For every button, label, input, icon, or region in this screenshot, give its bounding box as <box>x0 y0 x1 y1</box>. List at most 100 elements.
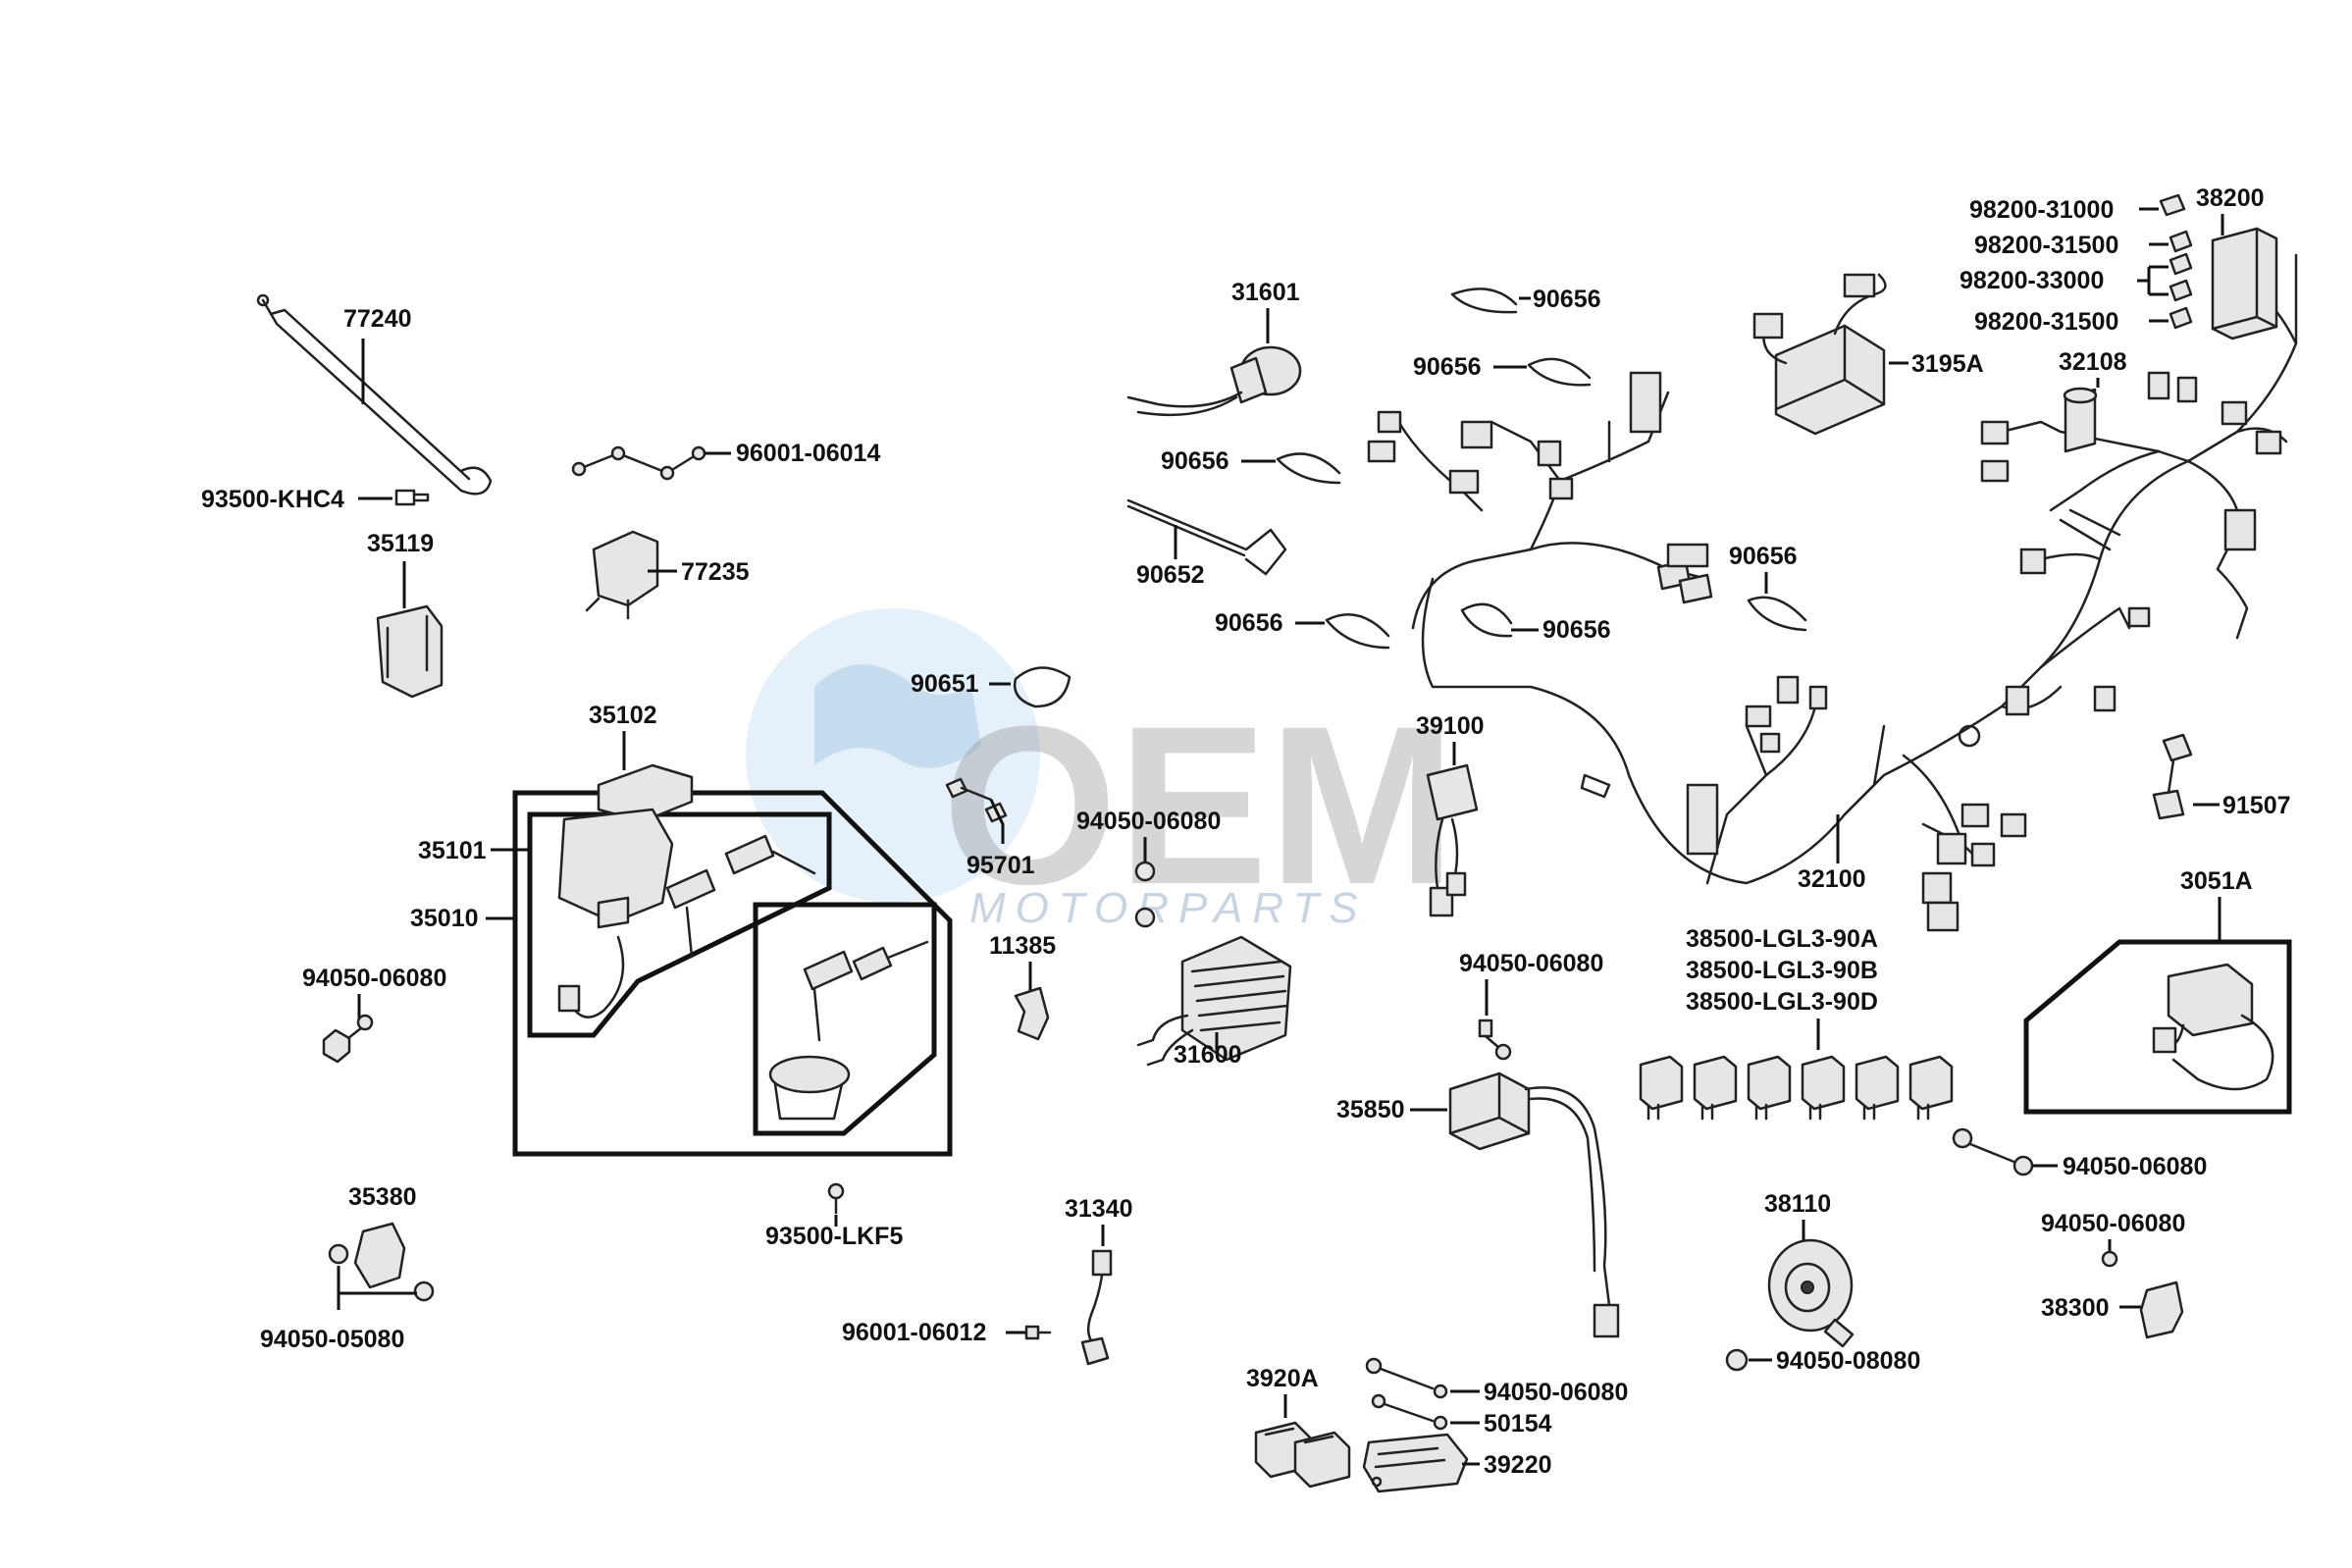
label-90656-1: 90656 <box>1533 286 1601 313</box>
label-90656-6: 90656 <box>1729 543 1798 570</box>
part-94050-08080-bolt <box>1725 1348 1749 1372</box>
part-94050-06080-bolt-left <box>322 1014 374 1064</box>
part-35850-starter-relay <box>1448 1071 1620 1338</box>
label-31601: 31601 <box>1231 279 1300 306</box>
label-98200-33000: 98200-33000 <box>1960 267 2104 294</box>
label-3920a: 3920A <box>1246 1365 1319 1392</box>
label-39100: 39100 <box>1416 712 1485 740</box>
label-77235: 77235 <box>681 558 750 586</box>
watermark: OEM MOTORPARTS <box>746 608 1456 932</box>
part-31600-regulator <box>1136 935 1292 1067</box>
label-35010: 35010 <box>410 905 479 932</box>
part-50154-collar <box>1371 1393 1448 1431</box>
part-77235-bracket <box>585 530 677 620</box>
label-11385: 11385 <box>989 932 1056 960</box>
part-90656-band-3 <box>1276 452 1341 485</box>
part-38200-fuse-box <box>2211 214 2278 340</box>
label-35850: 35850 <box>1336 1096 1405 1124</box>
part-39100-relay <box>1426 763 1479 917</box>
part-98200-31500-fuse-bottom <box>2169 306 2193 330</box>
part-94050-06080-bolt-center <box>1134 861 1156 928</box>
label-94050-06080-right: 94050-06080 <box>2063 1153 2207 1180</box>
part-ignition-keys <box>665 834 929 1121</box>
part-3920a-module <box>1254 1421 1351 1489</box>
part-98200-33000-fuse-b <box>2169 279 2193 302</box>
part-3195a-module <box>1752 273 1887 436</box>
label-31340: 31340 <box>1065 1195 1133 1223</box>
label-90656-2: 90656 <box>1413 353 1482 381</box>
label-98200-31500-top: 98200-31500 <box>1974 232 2118 259</box>
part-94050-06080-bolt-right <box>1952 1127 2034 1176</box>
part-38300-unit <box>2139 1281 2184 1339</box>
label-94050-06080-mid: 94050-06080 <box>1459 950 1603 977</box>
label-32100: 32100 <box>1798 865 1866 893</box>
label-38500-lgl3-90a: 38500-LGL3-90A <box>1686 925 1878 953</box>
part-90656-band-4 <box>1325 612 1390 650</box>
label-77240: 77240 <box>343 305 412 333</box>
label-35380: 35380 <box>348 1183 417 1211</box>
part-35380-switch <box>328 1222 435 1302</box>
label-39220: 39220 <box>1484 1451 1552 1479</box>
label-90656-5: 90656 <box>1542 616 1611 644</box>
part-11385-clip <box>1014 986 1050 1041</box>
label-98200-31500-bottom: 98200-31500 <box>1974 308 2118 336</box>
part-35102-ignition-switch <box>557 763 694 1019</box>
label-90656-4: 90656 <box>1215 609 1283 637</box>
label-90651: 90651 <box>911 670 979 698</box>
part-3051a-frame <box>2023 939 2292 1115</box>
label-32108: 32108 <box>2059 348 2127 376</box>
label-94050-06080-center: 94050-06080 <box>1076 808 1221 835</box>
part-39220-ecu <box>1362 1433 1469 1493</box>
part-98200-31500-fuse-top <box>2169 230 2193 253</box>
part-90651-clamp <box>1013 666 1071 708</box>
label-38300: 38300 <box>2041 1294 2110 1322</box>
part-96001-06014-screws <box>571 445 731 481</box>
part-94050-06080-bolt-bottom <box>1365 1357 1448 1399</box>
label-50154: 50154 <box>1484 1410 1552 1437</box>
part-91507-clip <box>2152 733 2193 820</box>
label-91507: 91507 <box>2222 792 2291 819</box>
label-90656-3: 90656 <box>1161 447 1229 475</box>
label-98200-31000: 98200-31000 <box>1969 196 2114 224</box>
ignition-switch-set-frame <box>512 790 953 1157</box>
part-96001-06012-screw <box>1024 1325 1052 1340</box>
part-94050-06080-bolt-mid <box>1478 1019 1512 1061</box>
part-93500-lkf5-screw <box>827 1182 845 1215</box>
label-95701: 95701 <box>967 852 1035 879</box>
label-93500-khc4: 93500-KHC4 <box>201 486 344 513</box>
watermark-logo: OEM <box>942 679 1456 931</box>
part-32100-main-harness <box>1367 253 2298 932</box>
part-94050-06080-bolt-lower-right <box>2101 1250 2118 1268</box>
label-94050-06080-left: 94050-06080 <box>302 965 446 992</box>
label-3051a: 3051A <box>2180 867 2253 895</box>
part-35119-clip <box>376 604 444 699</box>
label-93500-lkf5: 93500-LKF5 <box>765 1223 903 1250</box>
label-38110: 38110 <box>1764 1190 1831 1218</box>
label-3195a: 3195A <box>1911 350 1984 378</box>
part-93500-khc4-screw <box>358 489 430 506</box>
label-90652: 90652 <box>1136 561 1205 589</box>
part-98200-31000-fuse <box>2159 193 2186 217</box>
part-90656-band-6 <box>1747 596 1807 632</box>
part-90656-band-5 <box>1460 602 1513 638</box>
watermark-subtext: MOTORPARTS <box>969 884 1368 932</box>
label-94050-06080-lower-right: 94050-06080 <box>2041 1210 2185 1237</box>
part-31601-switch <box>1126 345 1302 417</box>
part-3051a-coil <box>2152 963 2274 1091</box>
label-35119: 35119 <box>367 530 434 557</box>
part-90656-band-1 <box>1450 287 1531 314</box>
part-32108-diode <box>2063 387 2098 453</box>
label-38500-lgl3-90b: 38500-LGL3-90B <box>1686 957 1878 984</box>
part-31340-sensor <box>1080 1249 1113 1366</box>
label-35101: 35101 <box>418 837 487 864</box>
part-38500-relays <box>1639 1055 1954 1121</box>
label-94050-08080: 94050-08080 <box>1776 1347 1920 1375</box>
label-38500-lgl3-90d: 38500-LGL3-90D <box>1686 988 1878 1016</box>
part-90652-cable-tie <box>1126 498 1287 576</box>
part-77240-cable <box>256 293 493 496</box>
label-94050-06080-bottom: 94050-06080 <box>1484 1379 1628 1406</box>
part-38110-horn <box>1767 1238 1855 1348</box>
part-98200-33000-fuse-a <box>2169 252 2193 276</box>
part-90656-band-2 <box>1527 357 1592 387</box>
